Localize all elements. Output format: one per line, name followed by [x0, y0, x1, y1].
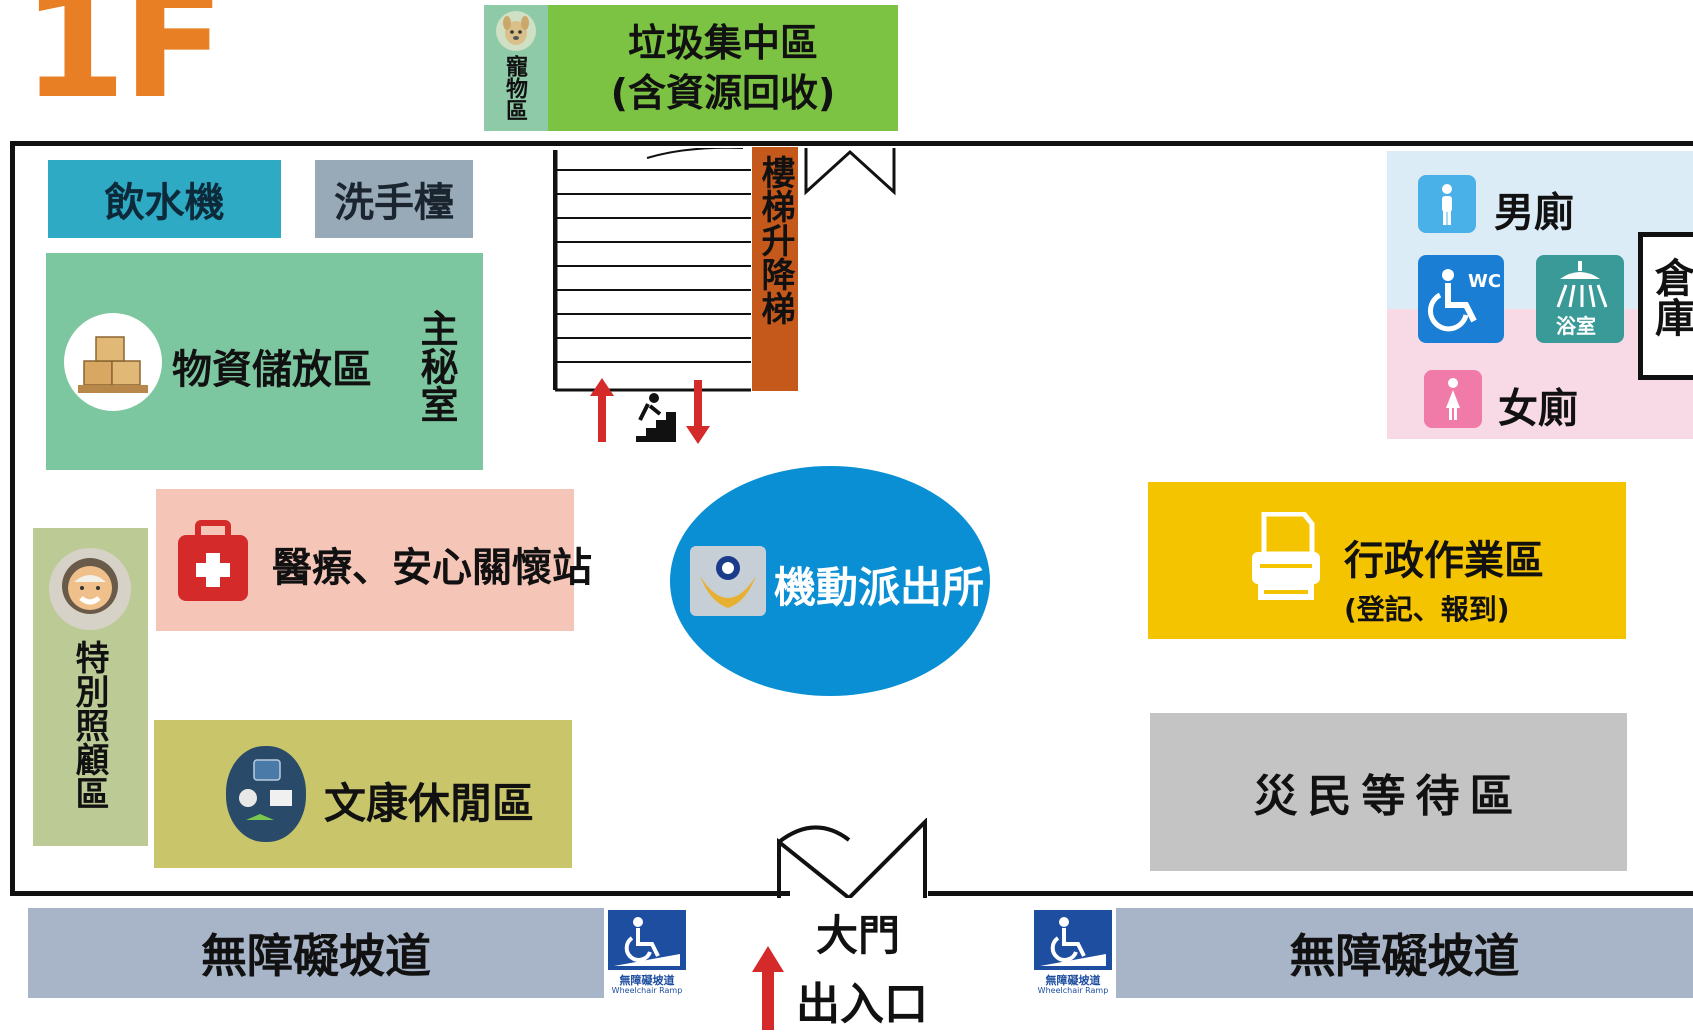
sink: 洗手檯: [315, 160, 473, 238]
special-care-label: 特別照顧區: [69, 640, 109, 810]
stairs-up-down-icon: [580, 376, 720, 446]
police-badge-icon: [690, 546, 766, 616]
garbage-sub-label: (含資源回收): [610, 71, 836, 115]
mens-label: 男廁: [1494, 190, 1574, 236]
special-care-area: 特別照顧區: [33, 528, 148, 846]
waiting-area: 災民等待區: [1150, 713, 1627, 871]
side-door: [803, 148, 897, 196]
storage-label: 倉庫: [1648, 257, 1693, 337]
ramp-sign-right-cn: 無障礙坡道: [1045, 974, 1101, 987]
ramp-right-label: 無障礙坡道: [1289, 929, 1520, 983]
female-icon: [1424, 370, 1482, 428]
wall-top: [10, 141, 1693, 146]
police-station: 機動派出所: [670, 466, 990, 696]
ramp-right: 無障礙坡道: [1116, 908, 1693, 998]
main-gate-doors: [776, 817, 928, 900]
shower-icon: 浴室: [1536, 255, 1624, 343]
water-label: 飲水機: [104, 180, 225, 226]
sink-label: 洗手檯: [334, 180, 454, 226]
pet-icon: [496, 11, 536, 51]
medical-station: 醫療、安心關懷站: [156, 489, 592, 631]
recreation-area: 文康休閒區: [154, 720, 572, 868]
garbage-label: 垃圾集中區: [627, 21, 818, 65]
main-gate-label: 大門: [816, 911, 901, 960]
garbage-area: 垃圾集中區 (含資源回收): [548, 5, 898, 131]
waiting-label: 災民等待區: [1253, 771, 1524, 822]
secretary-office-label: 主秘室: [414, 309, 458, 423]
wall-left: [10, 141, 15, 896]
wall-bottom-left: [10, 891, 790, 896]
ramp-left-label: 無障礙坡道: [201, 929, 431, 983]
wc-text: WC: [1468, 271, 1501, 292]
male-icon: [1418, 175, 1476, 233]
first-aid-icon: [176, 519, 250, 603]
storage-room: 倉庫: [1638, 232, 1693, 380]
admin-area: 行政作業區 (登記、報到): [1148, 482, 1626, 639]
supplies-label: 物資儲放區: [172, 347, 372, 393]
floor-title: 1F: [22, 0, 225, 132]
medical-label: 醫療、安心關懷站: [272, 545, 592, 591]
police-label: 機動派出所: [774, 563, 985, 612]
ramp-sign-right: 無障礙坡道 Wheelchair Ramp: [1030, 908, 1116, 998]
elder-icon: [49, 548, 131, 630]
recreation-icon: [226, 746, 306, 842]
ramp-sign-left-cn: 無障礙坡道: [619, 974, 675, 987]
admin-label: 行政作業區: [1344, 538, 1544, 584]
ramp-left: 無障礙坡道: [28, 908, 604, 998]
supplies-storage: 物資儲放區 主秘室: [46, 253, 483, 470]
wheelchair-icon: [1034, 910, 1112, 970]
stair-elevator: 樓梯升降梯: [752, 147, 798, 391]
admin-sub-label: (登記、報到): [1344, 593, 1510, 626]
ramp-sign-left-en: Wheelchair Ramp: [611, 986, 683, 995]
stair-elevator-label: 樓梯升降梯: [755, 155, 795, 325]
ramp-sign-left: 無障礙坡道 Wheelchair Ramp: [604, 908, 690, 998]
boxes-icon: [64, 313, 162, 411]
pet-room-label: 寵物區: [502, 55, 527, 121]
accessible-wc-icon: WC: [1418, 255, 1504, 343]
entrance-arrow-icon: [750, 944, 786, 1030]
bath-text: 浴室: [1556, 314, 1596, 338]
wheelchair-icon: [608, 910, 686, 970]
staircase: [552, 146, 753, 392]
wall-bottom-right: [928, 891, 1693, 896]
water-dispenser: 飲水機: [48, 160, 281, 238]
pet-room: 寵物區: [484, 5, 548, 131]
womens-label: 女廁: [1498, 386, 1578, 432]
ramp-sign-right-en: Wheelchair Ramp: [1037, 986, 1109, 995]
entrance-label: 出入口: [796, 979, 928, 1030]
printer-icon: [1250, 511, 1322, 604]
recreation-label: 文康休閒區: [324, 779, 535, 828]
